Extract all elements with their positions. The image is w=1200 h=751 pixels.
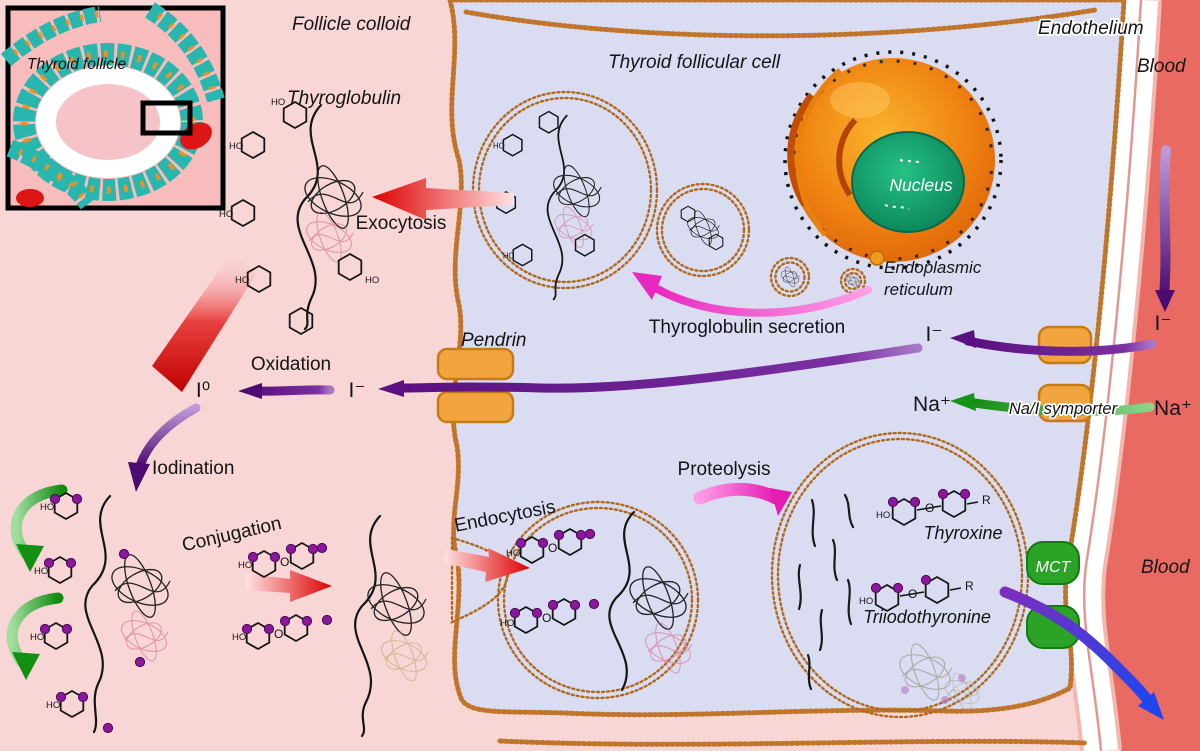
transport-vesicle-small-1 [769, 256, 811, 298]
blood-region [1104, 0, 1200, 751]
label-sodium-blood: Na⁺ [1154, 397, 1192, 420]
label-blood-bottom: Blood [1141, 557, 1191, 578]
label-er-line2: reticulum [884, 280, 953, 299]
label-thyroglobulin: Thyroglobulin [287, 88, 401, 109]
er-cisterna-3 [836, 117, 858, 197]
r-group-label: R [982, 493, 991, 507]
ribosome-dots-outer [783, 50, 1003, 270]
top-cell-membrane [463, 7, 1098, 39]
ho-label: HO [859, 596, 873, 607]
er-cisterna-2 [795, 68, 842, 237]
ho-label: HO [876, 510, 890, 521]
label-pendrin: Pendrin [461, 330, 527, 351]
endocytosis-vesicle [496, 500, 700, 700]
nucleus-body [851, 131, 965, 233]
iodide-to-colloid-arrow [378, 343, 923, 397]
capillary-blob-2 [16, 189, 44, 207]
thyroglobulin-flow-cone [152, 252, 256, 392]
ho-label: HO [30, 632, 44, 643]
label-iodide-colloid: I⁻ [349, 379, 366, 402]
transport-vesicle-medium [655, 182, 751, 278]
ho-label: HO [506, 548, 520, 559]
inset-corner-nuclei-topright [148, 7, 219, 101]
label-follicular-cell: Thyroid follicular cell [608, 52, 781, 73]
thyroxine-molecule: O R HO [876, 488, 991, 526]
ho-label: HO [40, 502, 54, 513]
r-group-label: R [965, 579, 974, 593]
iodide-symporter-arrow [950, 330, 1157, 356]
ether-o-label: O [274, 627, 283, 641]
ho-label: HO [271, 97, 285, 108]
iodide-blood-down-arrow [1155, 145, 1175, 312]
er-vesicle-bud [869, 250, 885, 266]
ho-label: HO [500, 618, 514, 629]
ether-o-label: O [548, 541, 557, 555]
bottom-neighbor-membrane [497, 738, 1089, 747]
iodination-arrow [128, 403, 201, 492]
inset-corner-cells-topleft [0, 6, 102, 67]
proteolysis-arrow [693, 482, 792, 516]
inset-thyroid-follicle: Thyroid follicle [0, 2, 226, 211]
ho-label: HO [219, 209, 233, 220]
pendrin-transporter [436, 347, 515, 424]
ho-label: HO [229, 141, 243, 152]
chromatin-marks [884, 159, 922, 210]
mct-transporter [1026, 541, 1080, 649]
transport-vesicle-small-2 [839, 267, 867, 295]
er-highlight [830, 82, 890, 118]
conjugated-thyroglobulin-molecule: O HO O HO [232, 514, 432, 738]
thyroglobulin-molecule: HO HO HO HO HO [219, 97, 379, 335]
label-thyroxine: Thyroxine [923, 523, 1002, 543]
oxidation-arrow [238, 383, 335, 399]
ether-o-label: O [542, 611, 551, 625]
ho-label: HO [46, 700, 60, 711]
label-thyroglobulin-secretion: Thyroglobulin secretion [649, 317, 845, 338]
ho-label: HO [34, 566, 48, 577]
ether-o-label: O [925, 501, 934, 515]
inset-corner-nuclei-bottomleft [8, 145, 91, 206]
thyroglobulin-secretion-arrow [632, 272, 872, 317]
ether-o-label: O [908, 587, 917, 601]
conjugation-arrow [246, 570, 332, 602]
label-sodium-cell: Na⁺ [913, 393, 951, 416]
label-exocytosis: Exocytosis [356, 213, 447, 234]
label-oxidation: Oxidation [251, 354, 331, 375]
ether-o-label: O [280, 555, 289, 569]
exocytosis-arrow [372, 178, 514, 220]
inset-title: Thyroid follicle [27, 56, 126, 73]
label-proteolysis: Proteolysis [678, 459, 771, 480]
follicle-colloid-center [56, 84, 160, 160]
endocytosis-arrow [444, 548, 530, 582]
ho-label: HO [238, 560, 252, 571]
label-mct: MCT [1036, 559, 1072, 576]
sodium-symporter-arrow [950, 393, 1155, 416]
degraded-residues [893, 640, 983, 714]
label-er-line1: Endoplasmic [884, 258, 982, 277]
ho-label: HO [235, 275, 249, 286]
label-iodide-cell: I⁻ [926, 323, 943, 346]
iodinated-thyroglobulin-in-vesicle: O HO O HO [500, 510, 696, 692]
label-nucleus: Nucleus [889, 175, 952, 195]
label-blood-top: Blood [1137, 56, 1187, 77]
ho-label: HO [365, 275, 379, 286]
label-iodide-blood: I⁻ [1155, 312, 1172, 335]
label-na-i-symporter: Na/I symporter [1009, 400, 1119, 418]
zoom-region-box [140, 100, 193, 136]
label-endothelium: Endothelium [1038, 18, 1144, 39]
er-cisterna-1 [787, 92, 815, 207]
label-triiodothyronine: Triiodothyronine [863, 607, 991, 627]
label-iodination: Iodination [152, 458, 234, 479]
label-follicle-colloid: Follicle colloid [292, 14, 412, 35]
iodinated-thyroglobulin-molecule: HO HO HO HO [30, 492, 175, 734]
triiodothyronine-molecule: O R HO [859, 574, 974, 612]
mct-export-arrow [999, 586, 1164, 720]
ho-label: HO [493, 141, 505, 150]
ho-label: HO [232, 632, 246, 643]
protein-fragments [797, 493, 855, 691]
ho-label: HO [503, 251, 515, 260]
nucleus-er-complex [783, 50, 1003, 270]
label-iodine-free: I⁰ [196, 379, 210, 402]
